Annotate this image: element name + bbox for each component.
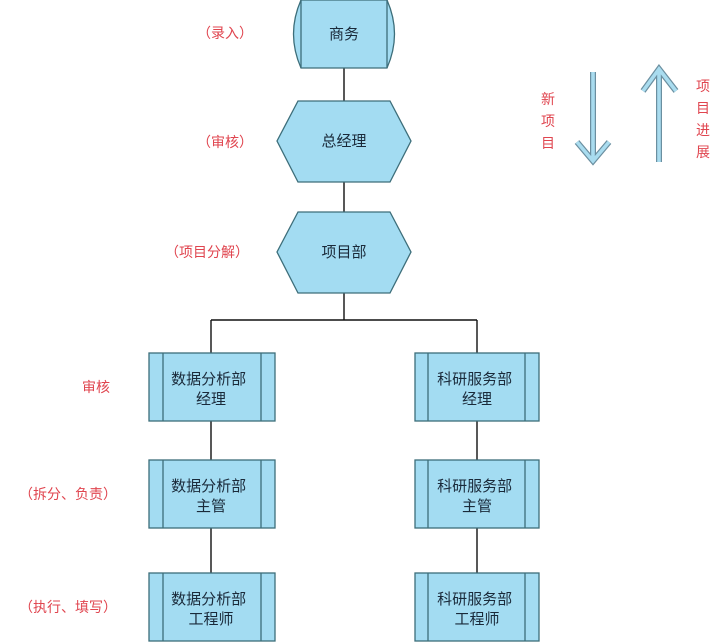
legend-progress: 项 目 进 展 — [640, 63, 710, 162]
node-data-supervisor[interactable]: 数据分析部 主管 — [148, 459, 276, 529]
connectors — [210, 68, 478, 573]
node-research-supervisor-line2: 主管 — [462, 497, 492, 515]
note-split: （拆分、负责） — [19, 487, 117, 503]
node-research-supervisor[interactable]: 科研服务部 主管 — [414, 459, 540, 529]
legend-progress-char-4: 展 — [696, 145, 710, 161]
node-research-engineer[interactable]: 科研服务部 工程师 — [414, 572, 540, 642]
arrow-down-icon — [574, 72, 612, 166]
node-general-manager-label: 总经理 — [321, 132, 366, 150]
note-review-top: （审核） — [197, 135, 253, 151]
node-research-manager-line1: 科研服务部 — [437, 370, 512, 388]
node-data-supervisor-line2: 主管 — [196, 497, 226, 515]
note-decompose: （项目分解） — [165, 245, 249, 261]
svg-text:科研服务部 经理: 科研服务部 经理 — [437, 370, 517, 408]
svg-text:数据分析部 工程师: 数据分析部 工程师 — [171, 590, 251, 628]
node-general-manager[interactable]: 总经理 — [276, 100, 412, 183]
node-business-label: 商务 — [329, 25, 359, 43]
node-research-manager[interactable]: 科研服务部 经理 — [414, 352, 540, 422]
node-data-engineer-line2: 工程师 — [188, 610, 233, 628]
arrow-up-icon — [640, 63, 679, 162]
svg-text:数据分析部 主管: 数据分析部 主管 — [171, 477, 251, 515]
annotations: （录入） （审核） （项目分解） 审核 （拆分、负责） （执行、填写） — [19, 26, 253, 616]
node-data-manager-line2: 经理 — [196, 390, 226, 408]
node-project-dept-label: 项目部 — [321, 243, 366, 261]
legend-new-project-char-2: 项 — [541, 114, 555, 130]
svg-text:数据分析部 经理: 数据分析部 经理 — [171, 370, 251, 408]
legend-progress-char-2: 目 — [696, 101, 710, 117]
note-entry: （录入） — [197, 26, 253, 42]
legend-new-project: 新 项 目 — [541, 72, 612, 166]
node-business[interactable]: 商务 — [292, 0, 396, 69]
svg-text:科研服务部 工程师: 科研服务部 工程师 — [437, 590, 517, 628]
legend-new-project-char-1: 新 — [541, 92, 555, 108]
node-data-supervisor-line1: 数据分析部 — [171, 477, 246, 495]
node-research-engineer-line1: 科研服务部 — [437, 590, 512, 608]
note-review-mid: 审核 — [82, 380, 110, 396]
node-data-manager[interactable]: 数据分析部 经理 — [148, 352, 276, 422]
node-data-manager-line1: 数据分析部 — [171, 370, 246, 388]
legend-new-project-char-3: 目 — [541, 136, 555, 152]
node-data-engineer[interactable]: 数据分析部 工程师 — [148, 572, 276, 642]
node-project-dept[interactable]: 项目部 — [276, 211, 412, 294]
legend-progress-char-1: 项 — [696, 79, 710, 95]
svg-text:科研服务部 主管: 科研服务部 主管 — [437, 477, 517, 515]
legend-progress-char-3: 进 — [696, 123, 710, 139]
node-research-supervisor-line1: 科研服务部 — [437, 477, 512, 495]
node-research-manager-line2: 经理 — [462, 390, 492, 408]
node-data-engineer-line1: 数据分析部 — [171, 590, 246, 608]
note-execute: （执行、填写） — [19, 600, 117, 616]
node-research-engineer-line2: 工程师 — [454, 610, 499, 628]
